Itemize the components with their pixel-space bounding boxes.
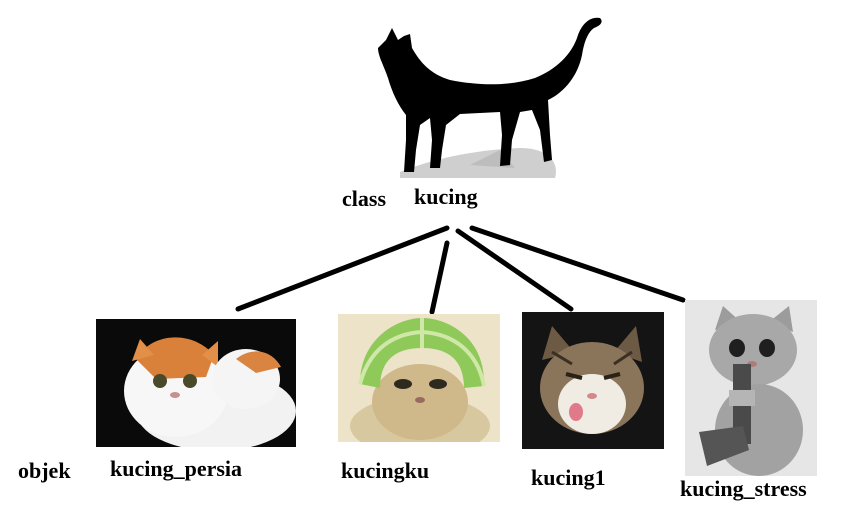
cat-silhouette-icon — [378, 17, 602, 178]
connector-kucingku — [429, 240, 450, 315]
class-name-label: kucing — [414, 184, 478, 209]
class-keyword-label: class — [342, 186, 386, 211]
photo-kucingku — [338, 314, 500, 442]
object-label-kucing-stress: kucing_stress — [680, 476, 807, 501]
object-label-kucing1: kucing1 — [531, 465, 606, 490]
connector-kucing-persia — [235, 225, 450, 312]
photo-kucing1 — [522, 312, 664, 449]
class-object-connectors — [235, 225, 686, 315]
connector-kucing-stress — [469, 225, 686, 303]
photo-kucing-persia — [96, 319, 296, 447]
photo-kucing-stress — [685, 300, 817, 476]
object-row-label: objek — [18, 458, 71, 483]
object-label-kucing-persia: kucing_persia — [110, 456, 243, 481]
connector-kucing1 — [455, 228, 574, 312]
object-label-kucingku: kucingku — [341, 458, 430, 483]
